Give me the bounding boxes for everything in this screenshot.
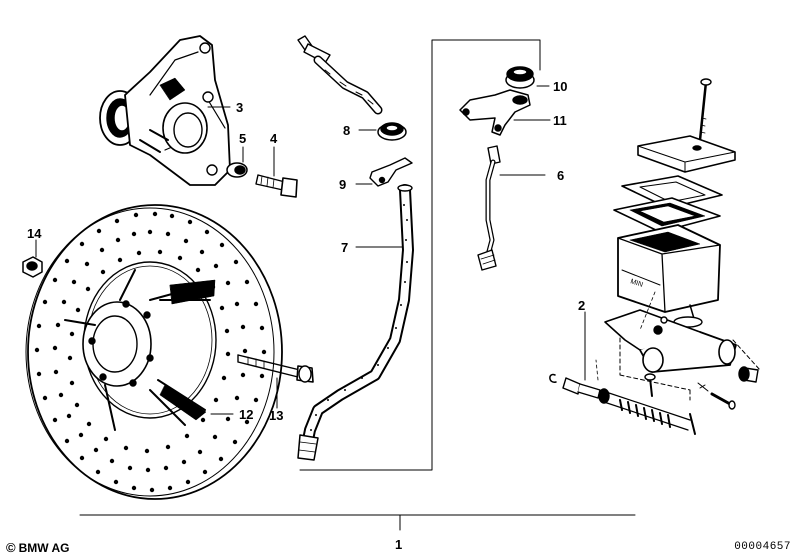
- callout-5: 5: [239, 131, 246, 146]
- diagram-number: 00004657: [734, 541, 791, 553]
- grommet: [377, 122, 407, 141]
- copyright-icon: ©: [6, 540, 16, 555]
- callout-3: 3: [236, 100, 243, 115]
- washer: [226, 162, 248, 178]
- assembly-bracket-line: [299, 39, 541, 471]
- brake-pipe: [477, 145, 501, 271]
- callout-2: 2: [578, 298, 585, 313]
- callout-13: 13: [269, 408, 283, 423]
- callout-6: 6: [557, 168, 564, 183]
- brand-name: BMW AG: [18, 540, 70, 555]
- mounting-bracket: [459, 89, 531, 136]
- callout-11: 11: [553, 113, 567, 128]
- leader-lines: [35, 85, 636, 531]
- callout-8: 8: [343, 123, 350, 138]
- svg-text:MIN: MIN: [629, 278, 643, 289]
- callout-1: 1: [395, 537, 402, 552]
- caliper-bolt: [255, 174, 298, 198]
- upper-brake-line: [297, 35, 383, 115]
- callout-labels: 1 2 3 4 5 6 7 8 9 10 11 12 13 14: [27, 79, 585, 552]
- copyright-notice: © BMW AG: [6, 540, 69, 555]
- callout-12: 12: [239, 407, 253, 422]
- callout-9: 9: [339, 177, 346, 192]
- nut: [22, 256, 43, 278]
- callout-4: 4: [270, 131, 278, 146]
- master-cylinder: MIN: [549, 78, 761, 435]
- rubber-grommet: [505, 66, 535, 89]
- hose-clip: [369, 157, 413, 187]
- brake-hose: [297, 184, 414, 461]
- callout-14: 14: [27, 226, 42, 241]
- brake-caliper: [99, 35, 231, 186]
- callout-7: 7: [341, 240, 348, 255]
- brake-disc: [25, 204, 314, 500]
- callout-10: 10: [553, 79, 567, 94]
